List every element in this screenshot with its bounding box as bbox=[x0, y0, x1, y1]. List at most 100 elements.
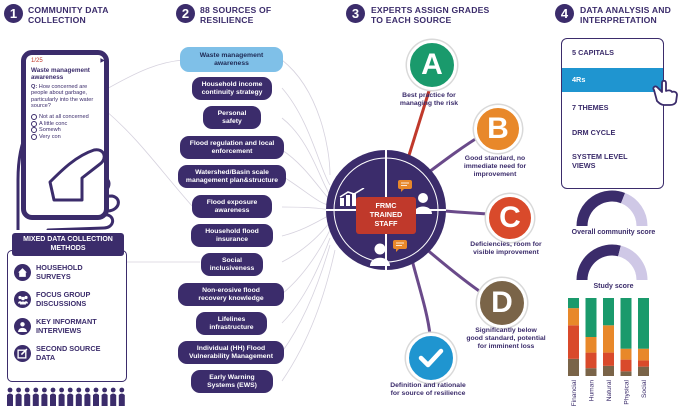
gauge-remaining-arc bbox=[620, 192, 648, 227]
center-label-line3: STAFF bbox=[374, 218, 398, 228]
bar-segment bbox=[603, 365, 614, 376]
checkmark-icon bbox=[418, 348, 444, 368]
answer-options: Not at all concerned A little conc Somew… bbox=[31, 114, 105, 141]
caption-line: Deficiencies, room for bbox=[470, 241, 542, 248]
bar-segment bbox=[620, 359, 632, 372]
bar-segment bbox=[620, 298, 632, 349]
x-tick-label: Human bbox=[589, 380, 596, 402]
person-icon bbox=[101, 387, 108, 406]
answer-option[interactable]: Not at all concerned bbox=[31, 114, 105, 121]
source-label-line2: safety bbox=[222, 117, 242, 125]
person-icon bbox=[32, 387, 39, 406]
person-icon bbox=[93, 387, 99, 406]
menu-item-system-level-views[interactable]: SYSTEM LEVEL VIEWS bbox=[572, 152, 628, 170]
methods-title: MIXED DATA COLLECTION METHODS bbox=[12, 233, 124, 256]
grade-a-circle: A bbox=[407, 40, 457, 90]
menu-item-4rs[interactable]: 4Rs bbox=[572, 75, 586, 84]
question-label: Q: bbox=[31, 83, 38, 90]
source-label-line1: Watershed/Basin scale bbox=[195, 168, 269, 176]
person-icon bbox=[41, 387, 48, 406]
radio-icon bbox=[31, 120, 37, 127]
source-label-line1: Waste management bbox=[199, 51, 264, 59]
source-label-line1: Flood exposure bbox=[206, 198, 258, 206]
answer-option[interactable]: A little conc bbox=[31, 121, 105, 128]
menu-highlight bbox=[562, 68, 663, 92]
answer-option[interactable]: Very con bbox=[31, 134, 105, 141]
step-1-title-line1: COMMUNITY DATA bbox=[28, 5, 109, 15]
radio-icon bbox=[31, 134, 37, 141]
thumb-illustration bbox=[48, 148, 106, 202]
document-edit-icon bbox=[14, 345, 31, 362]
bar-segment bbox=[603, 298, 614, 326]
speech-bubble-icon bbox=[393, 240, 407, 252]
source-label-line1: Household flood bbox=[205, 227, 259, 235]
study-score-gauge bbox=[576, 244, 648, 281]
source-label-line1: Social bbox=[221, 256, 243, 264]
step-2-title-line1: 88 SOURCES OF bbox=[200, 5, 272, 15]
source-label-line1: Lifelines bbox=[217, 315, 246, 323]
step-2-title-line2: RESILIENCE bbox=[200, 15, 254, 25]
house-icon bbox=[14, 264, 31, 281]
source-label-line1: Flood regulation and local bbox=[189, 139, 275, 147]
source-label-line1: Early Warning bbox=[209, 373, 255, 381]
people-row bbox=[7, 387, 125, 406]
method-label-line2: DISCUSSIONS bbox=[36, 298, 87, 308]
overall-score-gauge bbox=[576, 190, 648, 227]
person-icon bbox=[24, 387, 31, 406]
menu-item-7-themes[interactable]: 7 THEMES bbox=[572, 103, 609, 112]
step-1-title-line2: COLLECTION bbox=[28, 15, 86, 25]
bar-segment bbox=[585, 368, 597, 376]
menu-item-drm-cycle[interactable]: DRM CYCLE bbox=[572, 128, 616, 137]
bar-segment bbox=[568, 298, 579, 309]
step-3-title-line1: EXPERTS ASSIGN GRADES bbox=[371, 5, 490, 15]
method-label-line1: KEY INFORMANT bbox=[36, 317, 97, 326]
source-label-line2: management plan&structure bbox=[185, 176, 279, 184]
answer-option[interactable]: Somewh bbox=[31, 127, 105, 134]
center-label-line2: TRAINED bbox=[369, 210, 403, 220]
next-arrow-icon[interactable]: ▶ bbox=[100, 58, 105, 64]
expert-person-icon bbox=[414, 193, 432, 214]
source-label-line2: Systems (EWS) bbox=[207, 381, 257, 389]
step-3-number: 3 bbox=[346, 4, 365, 23]
menu-item-5-capitals[interactable]: 5 CAPITALS bbox=[572, 48, 615, 57]
step-2-title: 88 SOURCES OF RESILIENCE bbox=[200, 5, 271, 25]
question-text: How concerned are people about garbage, … bbox=[31, 83, 94, 110]
person-icon bbox=[67, 387, 74, 406]
question-counter: 1/25 bbox=[31, 58, 43, 64]
bar-segment bbox=[568, 308, 579, 326]
method-label-line2: SURVEYS bbox=[36, 271, 71, 281]
gauge-value-arc bbox=[576, 190, 626, 227]
source-label-line2: inclusiveness bbox=[209, 264, 255, 272]
answer-option-label: Somewh bbox=[39, 127, 61, 134]
bar-segment bbox=[585, 337, 597, 353]
analysis-menu: 5 CAPITALS 4Rs 7 THEMES DRM CYCLE SYSTEM… bbox=[561, 38, 664, 189]
experts-center-label: FRMC TRAINED STAFF bbox=[356, 197, 416, 234]
radio-icon bbox=[31, 114, 37, 121]
growth-chart-icon bbox=[339, 188, 365, 206]
caption-line: improvement bbox=[473, 170, 517, 178]
source-label-line1: Household income bbox=[201, 80, 263, 88]
overall-score-label: Overall community score bbox=[571, 229, 656, 236]
bar-segment bbox=[603, 352, 614, 366]
answer-option-label: Very con bbox=[39, 133, 61, 140]
caption-line: Best practice for bbox=[402, 92, 456, 99]
